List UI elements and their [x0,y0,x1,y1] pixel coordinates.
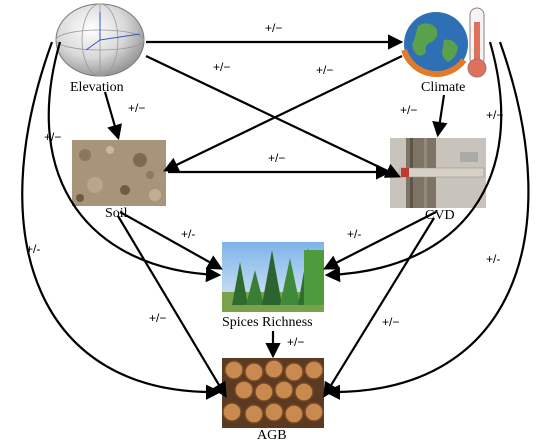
node-label-elevation: Elevation [70,80,124,95]
edge-label-elevation-cvd: +/− [213,60,231,74]
edge-soil-richness [119,211,223,270]
node-label-cvd: CVD [425,208,455,223]
edge-label-cvd-richness: +/- [347,227,362,241]
edge-label-richness-agb: +/− [287,335,305,349]
edge-label-elevation-climate: +/− [265,21,283,35]
edge-elevation-cvd [145,55,401,178]
edge-elevation-richness-curve [47,41,222,283]
edge-cvd-agb [323,217,435,398]
node-label-soil: Soil [105,206,128,221]
edge-label-elevation-left-outer: +/− [44,130,62,144]
node-label-agb: AGB [257,428,287,443]
edge-climate-agb-curve [324,41,530,400]
edge-cvd-richness [323,211,437,270]
edge-label-soil-cvd: +/− [268,151,286,165]
edge-elevation-agb-curve [21,41,222,400]
node-label-species-richness: Spices Richness [222,315,313,330]
edge-elevation-soil [103,91,123,141]
agb-log-pile-photo [222,358,324,428]
node-label-climate: Climate [421,80,466,95]
edge-label-soil-agb: +/− [149,311,167,325]
edge-label-cvd-agb: +/− [382,315,400,329]
edge-climate-soil [163,55,403,172]
cvd-photo [390,138,486,208]
edge-label-climate-right-outer: +/− [486,108,504,122]
edge-label-climate-agb: +/- [486,252,501,266]
edge-climate-cvd [432,94,448,138]
edge-label-climate-soil: +/− [316,63,334,77]
elevation-globe-icon [55,3,145,77]
edge-climate-richness-curve [324,41,503,283]
edge-label-elevation-agb: +/- [26,242,41,256]
species-richness-forest-photo [222,242,324,312]
edge-label-soil-richness: +/- [181,227,196,241]
edge-label-elevation-soil: +/− [128,101,146,115]
climate-globe-thermometer-icon [401,7,487,78]
edge-soil-agb [117,215,227,398]
soil-photo [72,140,166,206]
edge-label-climate-cvd: +/− [400,103,418,117]
